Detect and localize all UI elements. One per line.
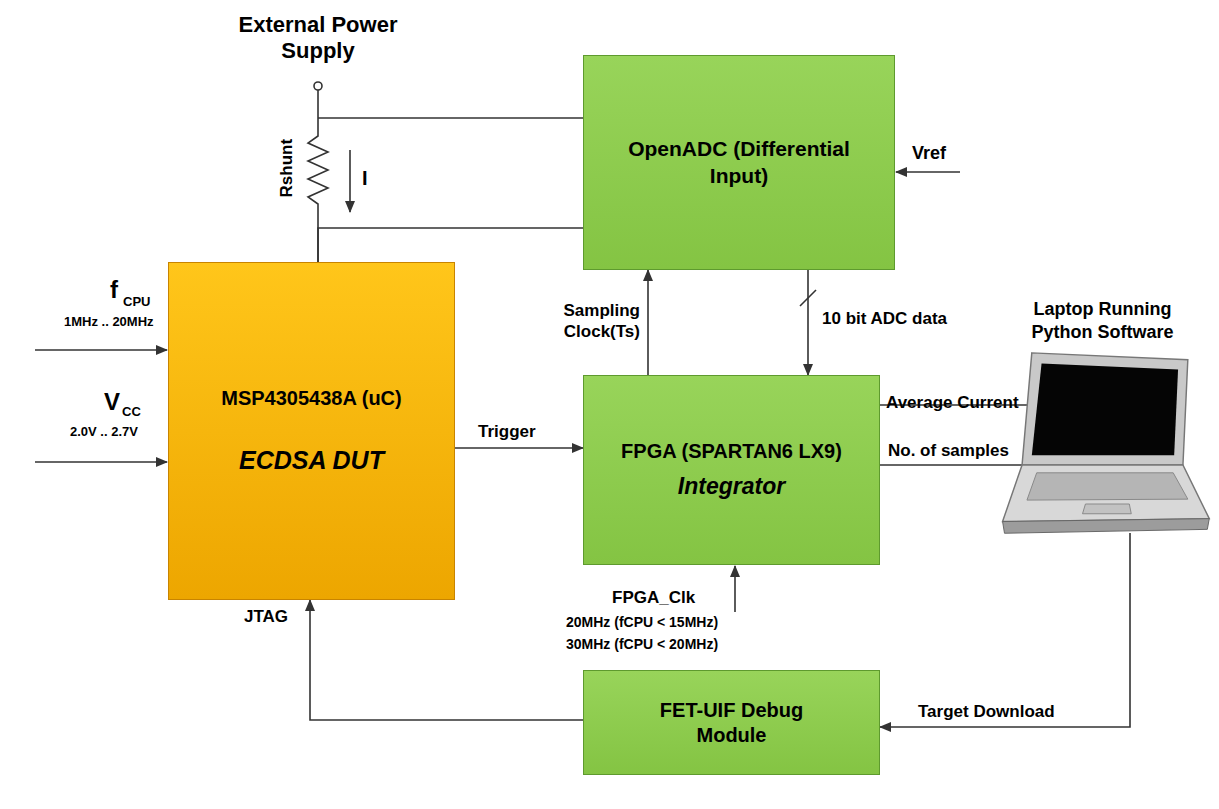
fpga-clk-arrow — [734, 566, 736, 612]
vref-arrow — [896, 171, 960, 173]
signal-name: Vref — [912, 143, 946, 165]
node-title: Laptop Running Python Software — [1003, 298, 1203, 343]
signal-name: f — [110, 276, 118, 305]
edge-label: Target Download — [918, 701, 1098, 722]
laptop-illustration — [990, 348, 1215, 543]
clock-note: 20MHz (fCPU < 15MHz) — [566, 614, 718, 631]
fpga-box: FPGA (SPARTAN6 LX9) Integrator — [583, 375, 880, 565]
node-subtitle: Integrator — [678, 472, 785, 501]
node-title: FPGA (SPARTAN6 LX9) — [621, 439, 842, 464]
edge-label: Sampling Clock(Ts) — [540, 300, 640, 343]
range-label: 2.0V .. 2.7V — [70, 424, 138, 440]
signal-name: FPGA_Clk — [612, 588, 695, 608]
node-title: FET-UIF Debug Module — [632, 698, 832, 748]
edge-label: 10 bit ADC data — [822, 308, 952, 329]
debug-module-box: FET-UIF Debug Module — [583, 670, 880, 775]
laptop-figure: Laptop Running Python Software — [990, 298, 1215, 543]
fcpu-arrow — [35, 349, 167, 351]
current-arrow — [349, 150, 351, 212]
connector — [455, 447, 583, 449]
microcontroller-box: MSP4305438A (uC) ECDSA DUT — [168, 262, 455, 600]
edge-label: No. of samples — [888, 440, 1048, 461]
supply-wire — [318, 117, 583, 119]
edge-label: Average Current — [886, 392, 1056, 413]
current-label: I — [362, 166, 368, 190]
supply-terminal — [314, 82, 322, 90]
node-subtitle: ECDSA DUT — [239, 445, 384, 476]
signal-subscript: CPU — [123, 294, 150, 310]
supply-label: External Power Supply — [233, 12, 403, 65]
connector — [880, 533, 1130, 727]
connector — [647, 270, 649, 375]
connector — [880, 464, 1040, 466]
signal-name: V — [104, 388, 120, 417]
node-title: OpenADC (Differential Input) — [619, 136, 859, 189]
adc-box: OpenADC (Differential Input) — [583, 55, 895, 270]
connector — [318, 228, 583, 262]
range-label: 1MHz .. 20MHz — [64, 314, 154, 330]
resistor-label: Rshunt — [277, 139, 297, 198]
signal-subscript: CC — [122, 404, 141, 420]
edge-label: JTAG — [244, 606, 304, 627]
node-title: MSP4305438A (uC) — [221, 386, 401, 411]
connector — [807, 270, 809, 375]
edge-label: Trigger — [478, 421, 568, 442]
vcc-arrow — [35, 461, 167, 463]
clock-note: 30MHz (fCPU < 20MHz) — [566, 636, 718, 653]
connector — [310, 600, 583, 720]
